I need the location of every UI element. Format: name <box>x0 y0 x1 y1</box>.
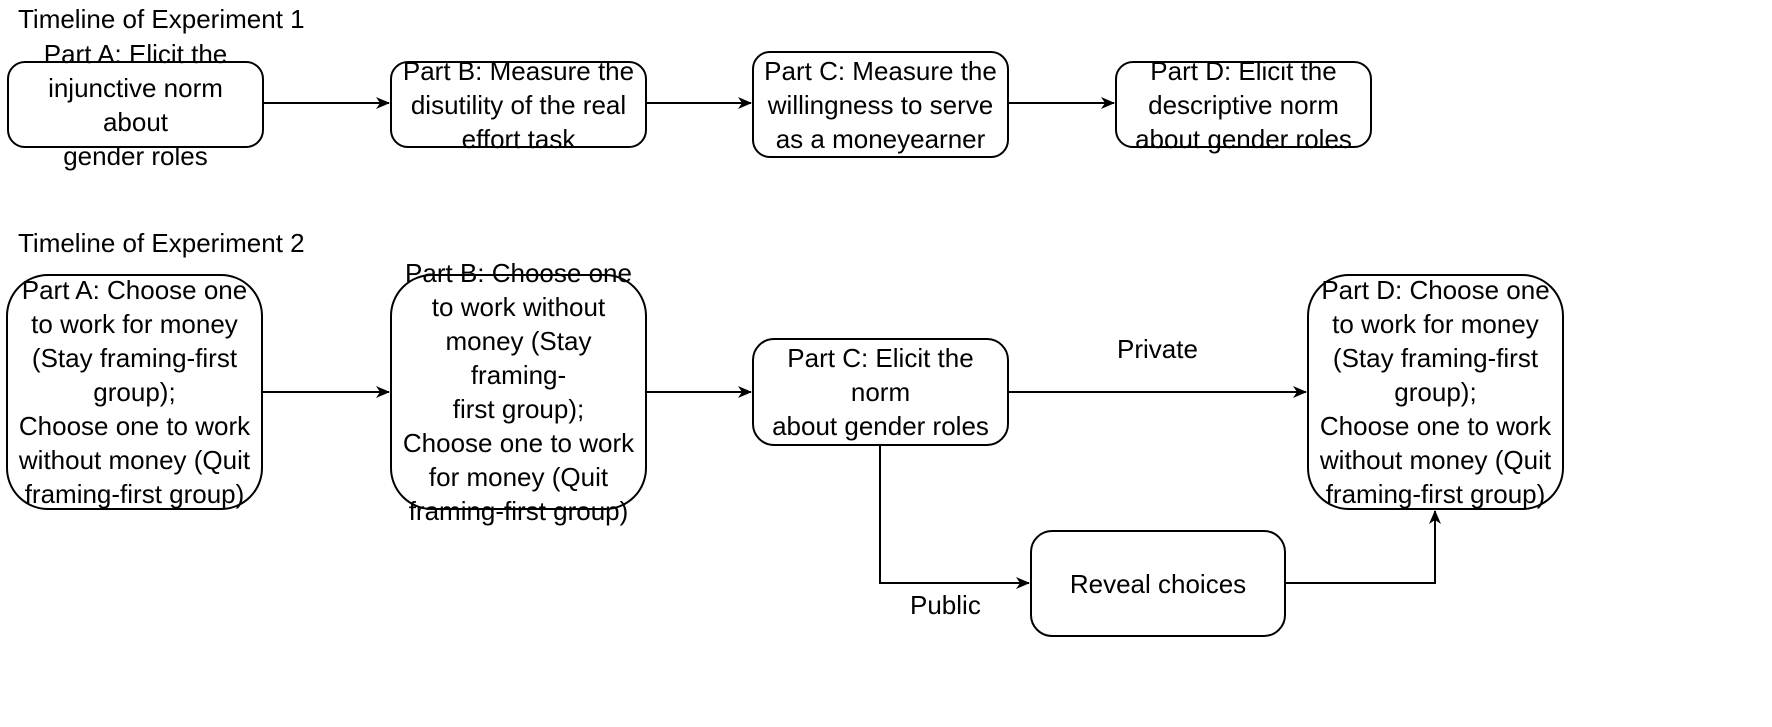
exp2-part-d-box: Part D: Choose one to work for money (St… <box>1307 274 1564 510</box>
experiment-2-title: Timeline of Experiment 2 <box>18 228 305 258</box>
exp2-part-a-box: Part A: Choose one to work for money (St… <box>6 274 263 510</box>
exp2-reveal-choices-label: Reveal choices <box>1069 568 1247 599</box>
exp1-part-d-label: Part D: Elicit the descriptive norm abou… <box>1135 55 1352 154</box>
exp1-part-c-label: Part C: Measure the willingness to serve… <box>764 55 997 154</box>
exp2-part-b-box: Part B: Choose one to work without money… <box>390 258 647 526</box>
private-edge-label: Private <box>1117 334 1198 364</box>
public-edge-label: Public <box>910 590 981 620</box>
exp2-part-c-box: Part C: Elicit the norm about gender rol… <box>752 338 1009 446</box>
exp1-part-b-box: Part B: Measure the disutility of the re… <box>390 56 647 154</box>
exp1-part-a-box: Part A: Elicit the injunctive norm about… <box>7 39 264 171</box>
exp2-arrow-reveal-to-d <box>1286 510 1441 584</box>
exp1-part-c-box: Part C: Measure the willingness to serve… <box>752 51 1009 158</box>
experiment-1-title: Timeline of Experiment 1 <box>18 4 305 34</box>
exp2-part-d-label: Part D: Choose one to work for money (St… <box>1319 275 1552 509</box>
exp2-part-a-label: Part A: Choose one to work for money (St… <box>18 275 251 509</box>
exp1-part-a-label: Part A: Elicit the injunctive norm about… <box>43 38 228 171</box>
exp2-reveal-choices-box: Reveal choices <box>1030 530 1286 637</box>
exp2-part-c-label: Part C: Elicit the norm about gender rol… <box>772 343 989 441</box>
exp1-part-b-label: Part B: Measure the disutility of the re… <box>402 55 635 154</box>
exp2-arrow-public <box>879 446 1030 589</box>
exp1-part-d-box: Part D: Elicit the descriptive norm abou… <box>1115 56 1372 154</box>
exp2-part-b-label: Part B: Choose one to work without money… <box>402 258 635 526</box>
